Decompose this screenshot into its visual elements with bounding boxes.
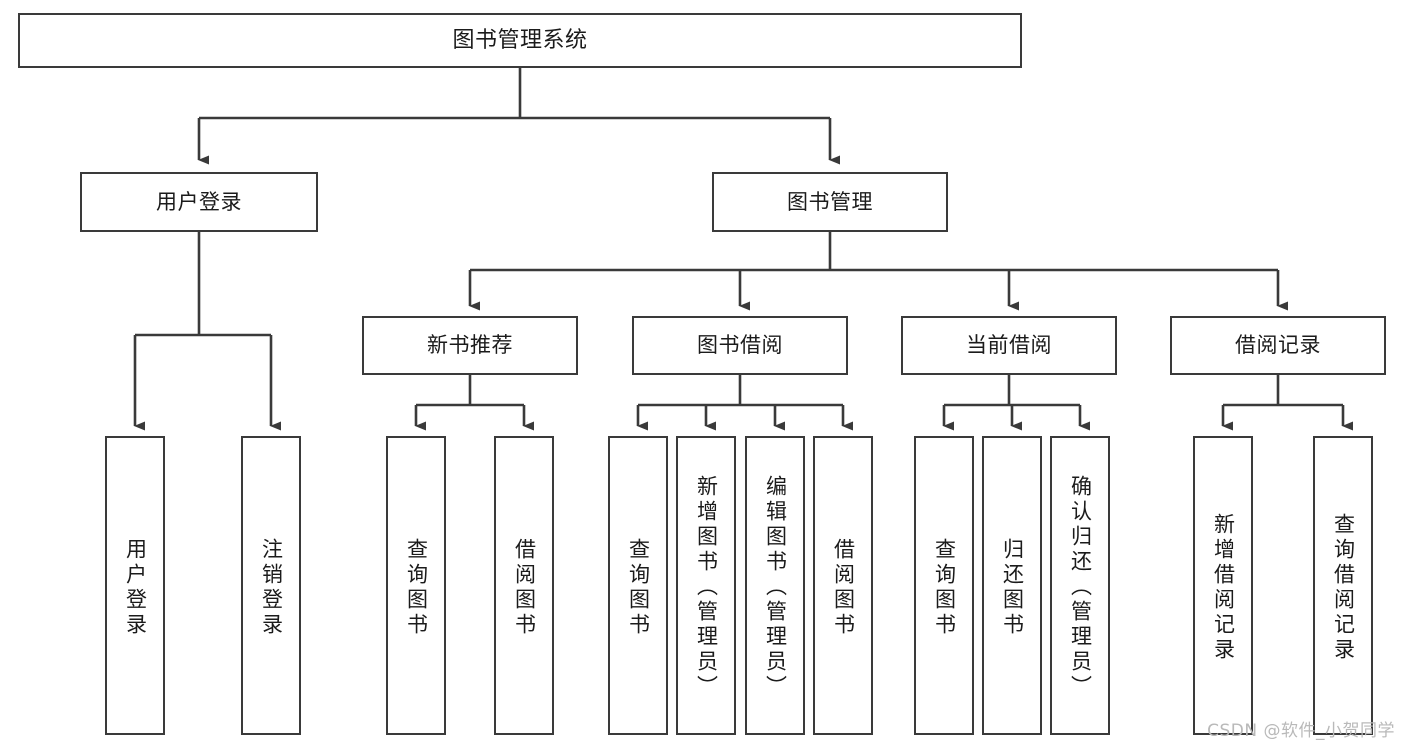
leaf-confirm-return-admin[interactable]: 确认归还（管理员） xyxy=(1050,436,1110,735)
node-label: 编辑图书（管理员） xyxy=(763,475,788,700)
node-label: 图书管理 xyxy=(787,189,873,214)
node-borrow-record[interactable]: 借阅记录 xyxy=(1170,316,1386,375)
node-label: 用户登录 xyxy=(156,189,242,214)
node-label: 归还图书 xyxy=(1000,537,1025,638)
node-label: 当前借阅 xyxy=(966,333,1052,358)
node-book-borrow[interactable]: 图书借阅 xyxy=(632,316,848,375)
node-label: 新书推荐 xyxy=(427,333,513,358)
node-label: 新增图书（管理员） xyxy=(694,475,719,700)
node-label: 查询图书 xyxy=(626,537,651,638)
node-current-borrow[interactable]: 当前借阅 xyxy=(901,316,1117,375)
node-label: 确认归还（管理员） xyxy=(1068,475,1093,700)
node-root-system[interactable]: 图书管理系统 xyxy=(18,13,1022,68)
leaf-add-book-admin[interactable]: 新增图书（管理员） xyxy=(676,436,736,735)
leaf-borrow-book-recommend[interactable]: 借阅图书 xyxy=(494,436,554,735)
node-new-book-recommend[interactable]: 新书推荐 xyxy=(362,316,578,375)
node-label: 新增借阅记录 xyxy=(1211,512,1236,663)
node-label: 借阅图书 xyxy=(512,537,537,638)
node-label: 用户登录 xyxy=(123,537,148,638)
leaf-query-book-current[interactable]: 查询图书 xyxy=(914,436,974,735)
node-label: 图书管理系统 xyxy=(452,27,588,53)
leaf-logout[interactable]: 注销登录 xyxy=(241,436,301,735)
node-label: 借阅图书 xyxy=(831,537,856,638)
node-label: 借阅记录 xyxy=(1235,333,1321,358)
leaf-user-login[interactable]: 用户登录 xyxy=(105,436,165,735)
node-label: 注销登录 xyxy=(259,537,284,638)
leaf-borrow-book[interactable]: 借阅图书 xyxy=(813,436,873,735)
node-book-management[interactable]: 图书管理 xyxy=(712,172,948,232)
node-label: 查询借阅记录 xyxy=(1331,512,1356,663)
node-label: 图书借阅 xyxy=(697,333,783,358)
leaf-return-book[interactable]: 归还图书 xyxy=(982,436,1042,735)
leaf-query-book-recommend[interactable]: 查询图书 xyxy=(386,436,446,735)
node-label: 查询图书 xyxy=(932,537,957,638)
leaf-query-book-borrow[interactable]: 查询图书 xyxy=(608,436,668,735)
node-label: 查询图书 xyxy=(404,537,429,638)
leaf-add-borrow-record[interactable]: 新增借阅记录 xyxy=(1193,436,1253,735)
leaf-query-borrow-record[interactable]: 查询借阅记录 xyxy=(1313,436,1373,735)
leaf-edit-book-admin[interactable]: 编辑图书（管理员） xyxy=(745,436,805,735)
node-user-login[interactable]: 用户登录 xyxy=(80,172,318,232)
